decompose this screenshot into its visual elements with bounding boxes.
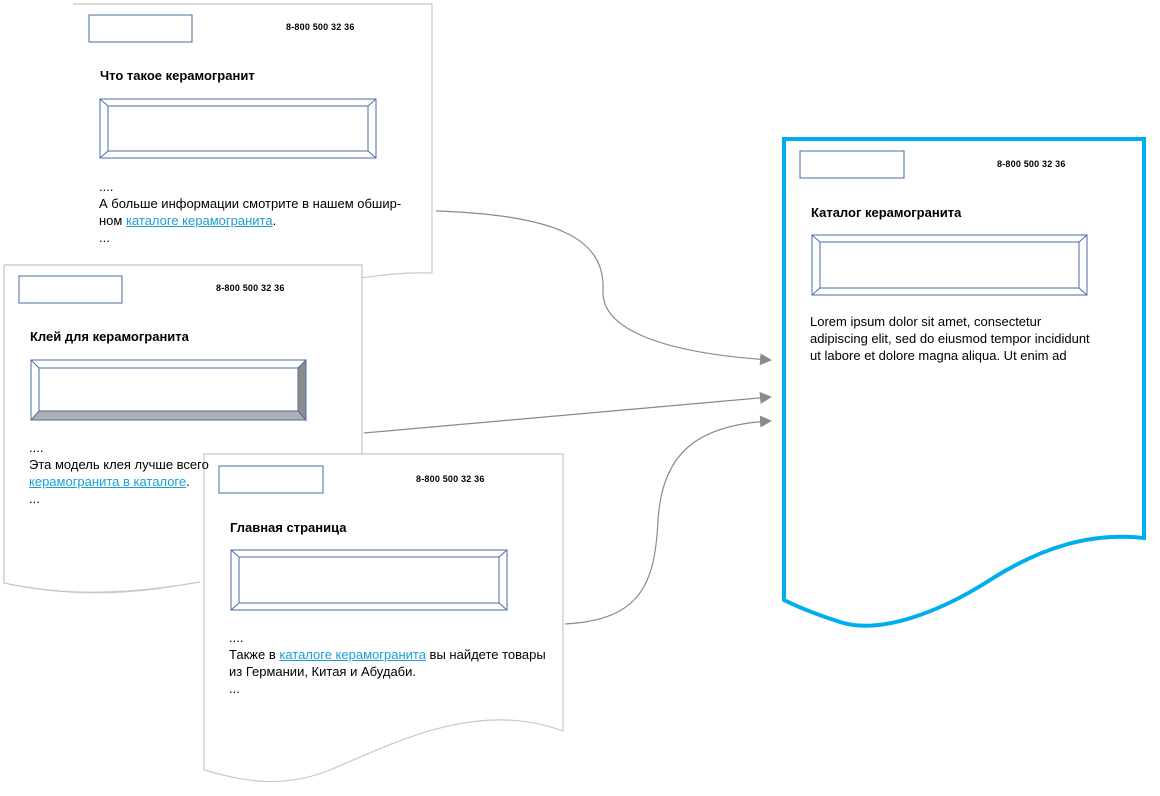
page-about-title: Что такое керамогранит — [100, 68, 255, 83]
page-catalog-banner-placeholder — [811, 234, 1088, 296]
page-catalog-title: Каталог керамогранита — [811, 205, 962, 220]
page-home-text-prefix: Также в — [229, 647, 280, 662]
page-glue-dots-bottom: ... — [29, 491, 40, 506]
page-about-dots-top: .... — [99, 179, 114, 194]
page-glue-catalog-link[interactable]: керамогранита в каталоге — [29, 474, 187, 489]
page-catalog-text-line1: Lorem ipsum dolor sit amet, consectetur — [810, 314, 1042, 329]
page-catalog-logo-placeholder — [799, 150, 905, 179]
page-glue-text-line1: Эта модель клея лучше всего — [29, 457, 209, 472]
page-glue-dots-top: .... — [29, 440, 44, 455]
page-glue-title: Клей для керамогранита — [30, 329, 189, 344]
page-home-text-line2: из Германии, Китая и Абудаби. — [229, 664, 416, 679]
page-glue-text-suffix: . — [186, 474, 190, 489]
page-glue-text-line2: керамогранита в каталоге. — [29, 473, 190, 490]
page-glue-banner-placeholder — [29, 358, 308, 422]
page-about-catalog-link[interactable]: каталоге керамогранита — [125, 213, 273, 228]
page-home-text-line1: Также в каталоге керамогранита вы найдет… — [229, 646, 546, 663]
page-home-dots-top: .... — [229, 630, 244, 645]
page-about-dots-bottom: ... — [99, 230, 110, 245]
page-home-title: Главная страница — [230, 520, 347, 535]
page-about-logo-placeholder — [88, 14, 193, 43]
page-glue-phone: 8-800 500 32 36 — [216, 283, 285, 293]
page-home-text-suffix: вы найдете товары — [425, 647, 546, 662]
page-home-logo-placeholder — [218, 465, 324, 494]
page-about-text-line2: ном каталоге керамогранита. — [99, 212, 276, 229]
page-home-banner-placeholder — [230, 549, 508, 611]
page-catalog-text-line2: adipiscing elit, sed do eiusmod tempor i… — [810, 331, 1090, 346]
page-glue-logo-placeholder — [18, 275, 123, 304]
page-catalog-text-line3: ut labore et dolore magna aliqua. Ut eni… — [810, 348, 1067, 363]
page-home-outline — [203, 453, 564, 783]
page-home-phone: 8-800 500 32 36 — [416, 474, 485, 484]
page-about-text-prefix: ном — [99, 213, 126, 228]
page-about-phone: 8-800 500 32 36 — [286, 22, 355, 32]
page-about-text-line1: А больше информации смотрите в нашем обш… — [99, 196, 402, 211]
page-home-dots-bottom: ... — [229, 681, 240, 696]
page-catalog-phone: 8-800 500 32 36 — [997, 159, 1066, 169]
page-home-catalog-link[interactable]: каталоге керамогранита — [279, 647, 426, 662]
page-about-text-suffix: . — [272, 213, 277, 228]
page-about-banner-placeholder — [99, 98, 377, 159]
